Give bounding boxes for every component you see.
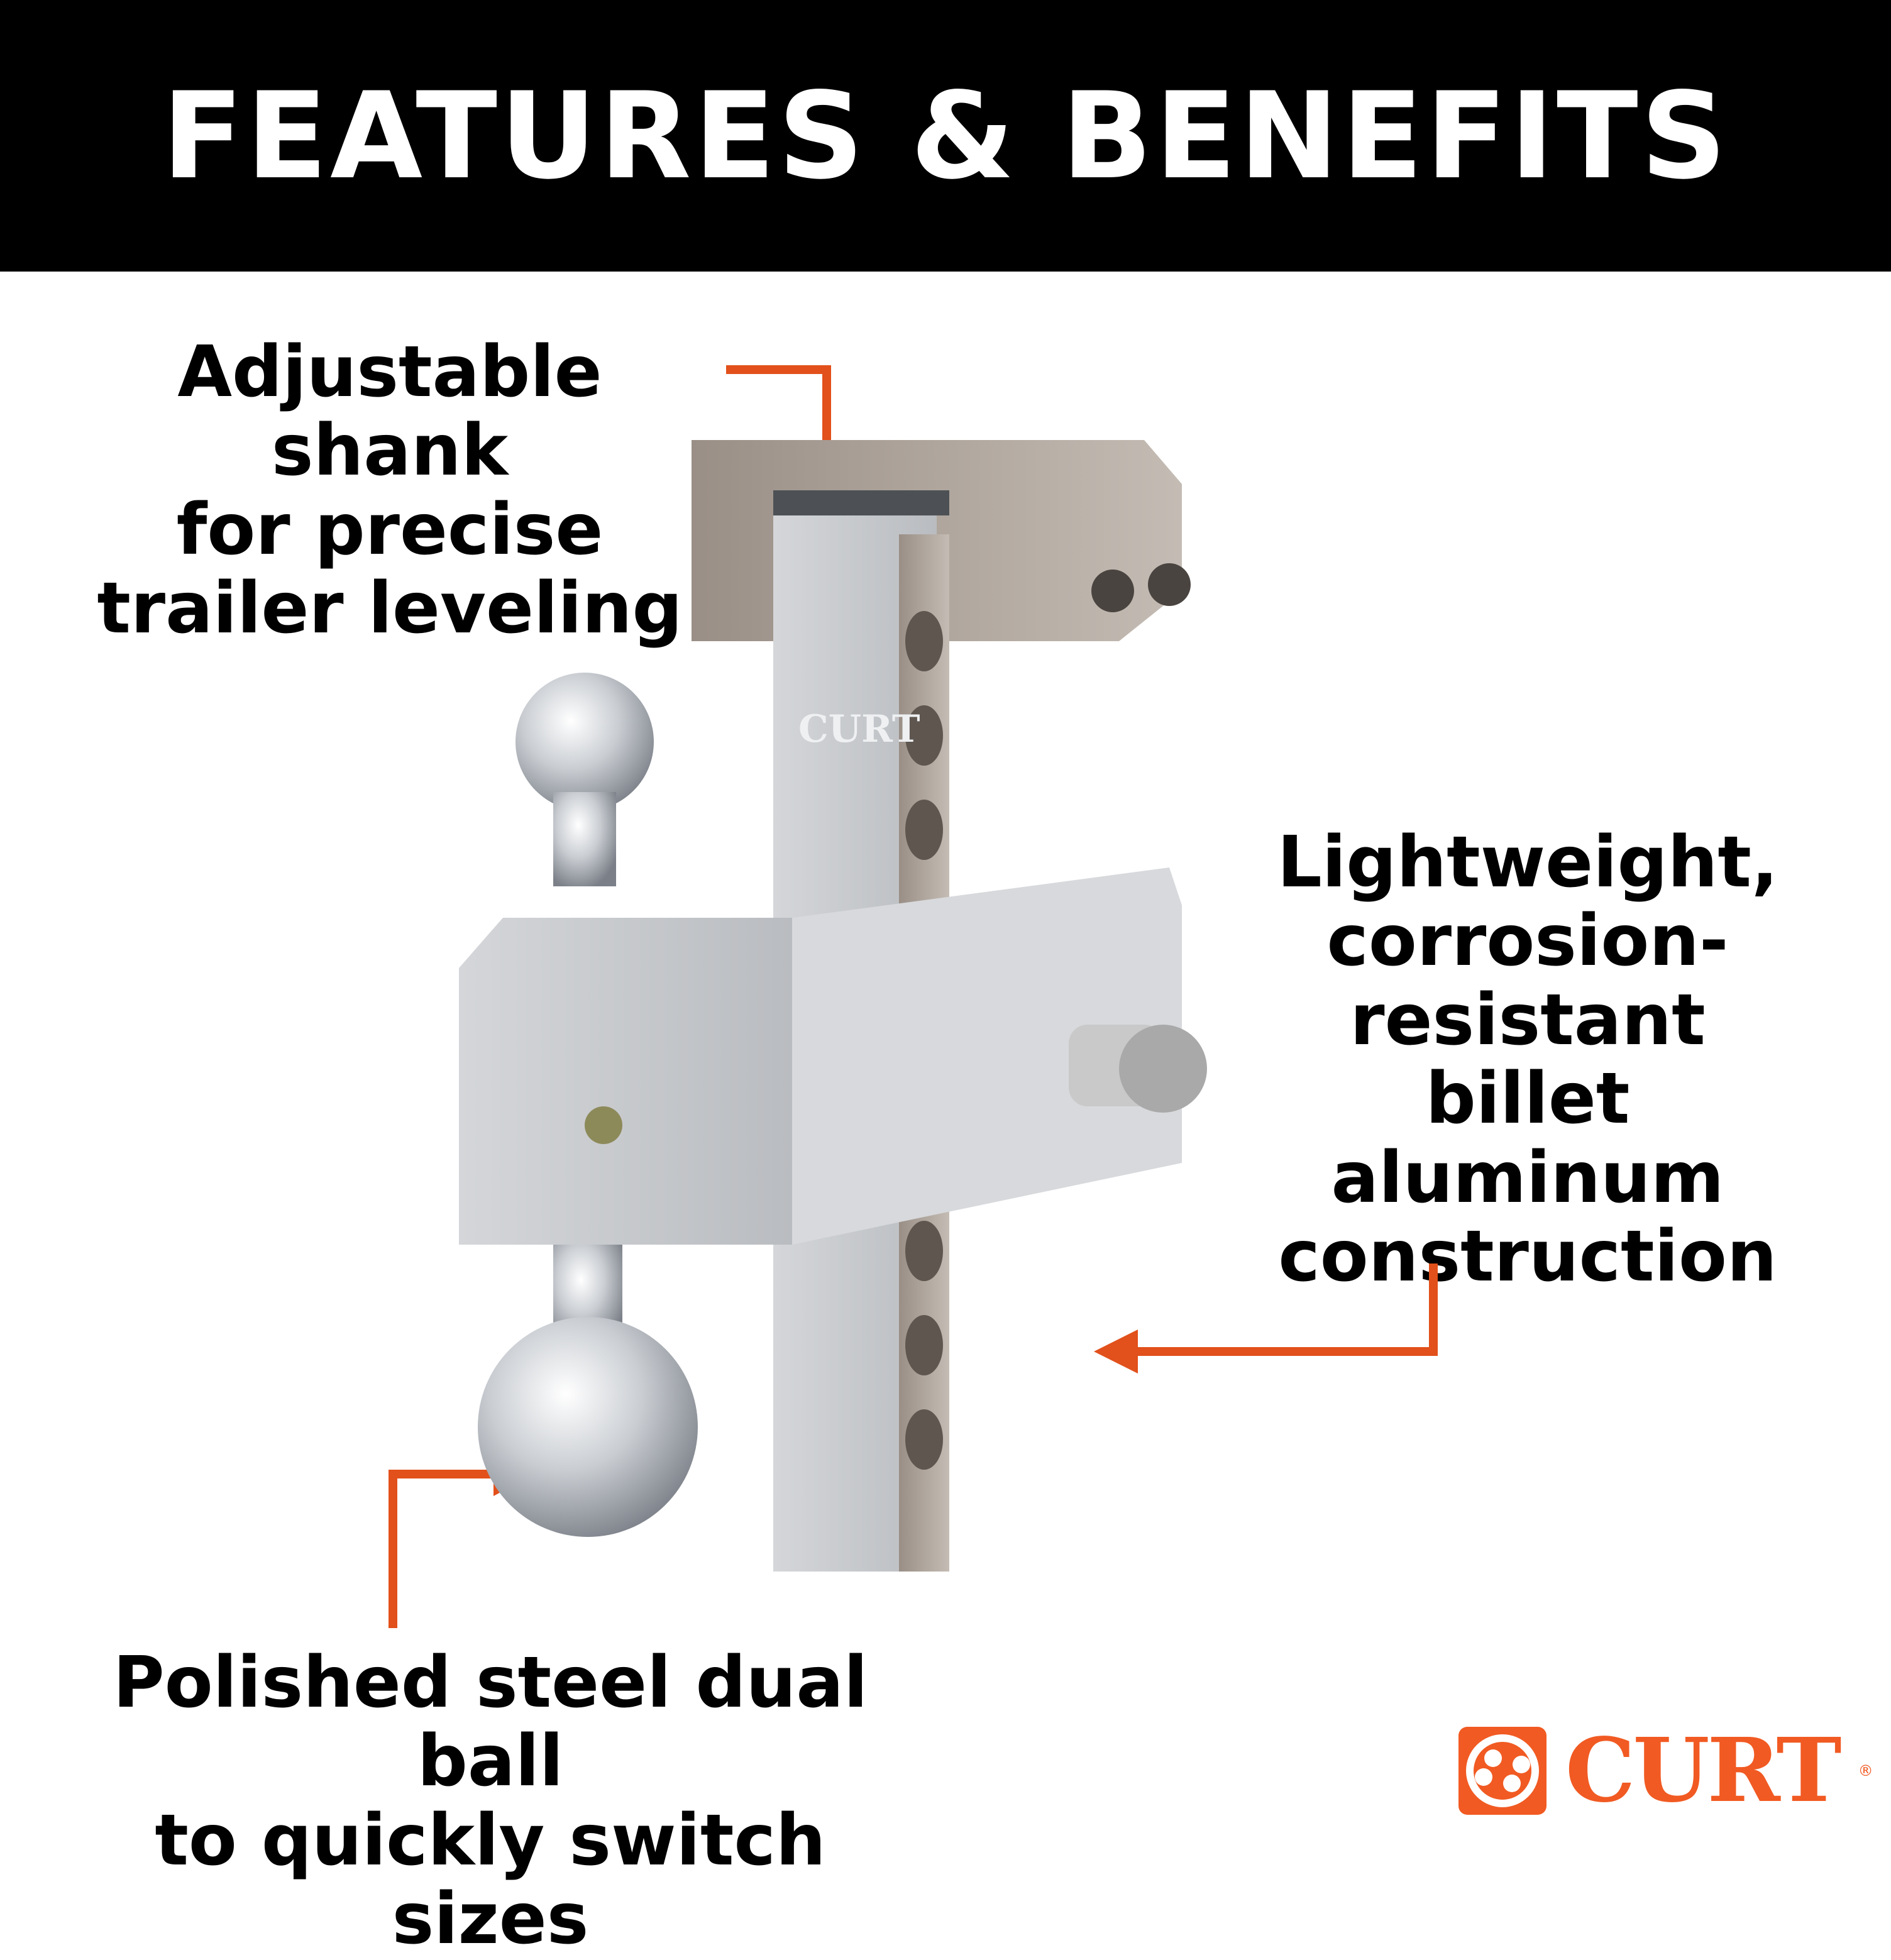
brand-logo: CURT ® (1458, 1719, 1873, 1822)
header-banner: FEATURES & BENEFITS (0, 0, 1891, 272)
callout-line: construction (1278, 1216, 1777, 1298)
callout-line: trailer leveling (97, 568, 683, 650)
curt-logo-icon (1458, 1727, 1546, 1815)
registered-mark: ® (1858, 1762, 1873, 1780)
callout-line: resistant billet (1350, 979, 1706, 1140)
callout-line: to quickly switch sizes (155, 1799, 826, 1960)
callout-shank: Adjustable shank for precise trailer lev… (82, 333, 698, 649)
callout-line: Adjustable shank (177, 331, 602, 492)
callout-ball: Polished steel dual ball to quickly swit… (82, 1642, 899, 1960)
callout-line: Polished steel dual ball (113, 1642, 868, 1803)
svg-text:CURT: CURT (798, 707, 920, 751)
arrow-aluminum-icon (1094, 1264, 1438, 1374)
ball-mount-product-image: CURT (459, 440, 1207, 1572)
page-title: FEATURES & BENEFITS (162, 66, 1729, 206)
callout-line: aluminum (1331, 1137, 1724, 1219)
brand-name: CURT (1565, 1719, 1842, 1822)
callout-line: for precise (176, 488, 604, 571)
callout-line: Lightweight, (1277, 822, 1778, 903)
callout-line: corrosion- (1326, 900, 1729, 983)
callout-aluminum: Lightweight, corrosion- resistant billet… (1251, 823, 1804, 1297)
